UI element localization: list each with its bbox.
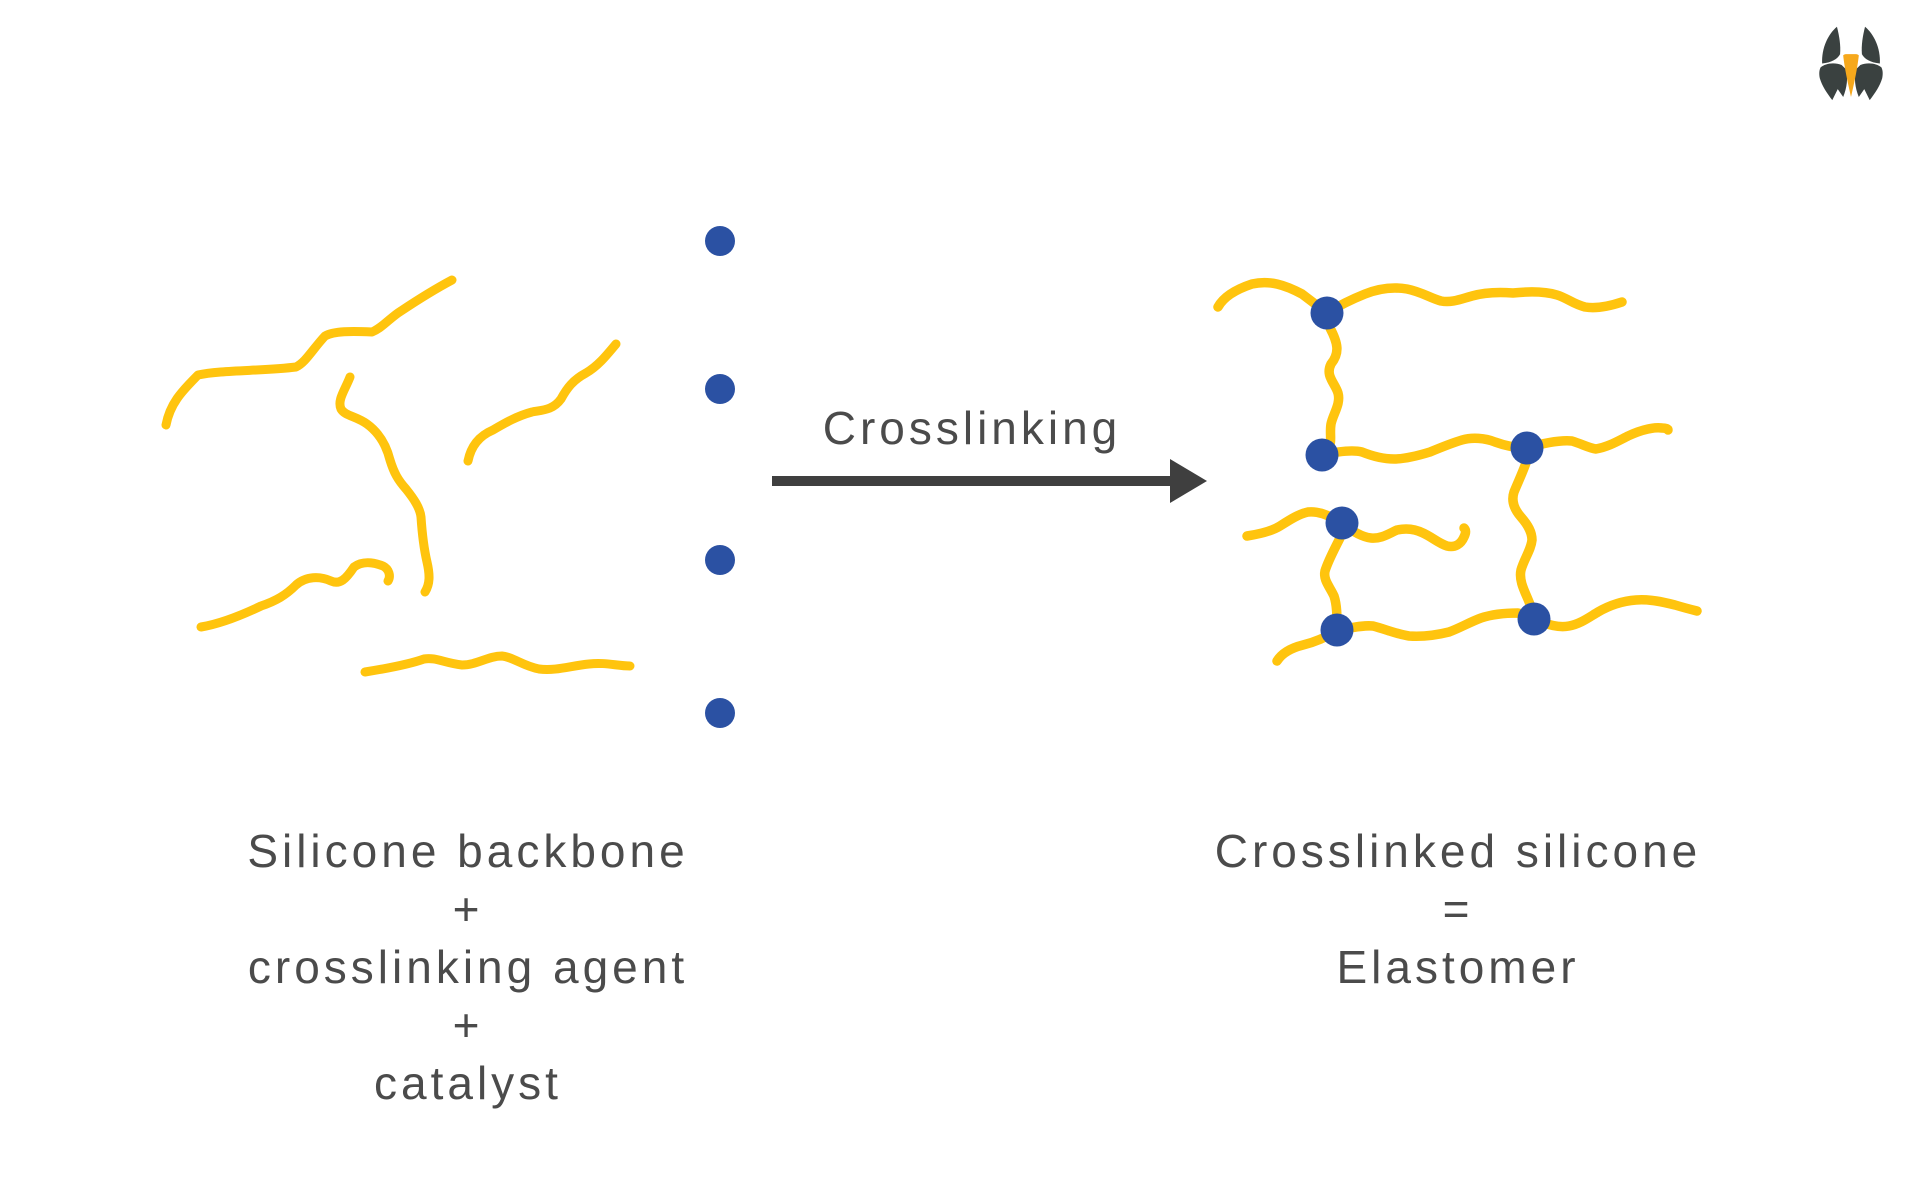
crosslink-point (1305, 438, 1339, 472)
right-caption: Crosslinked silicone = Elastomer (1158, 822, 1758, 996)
right-caption-line-2: = (1442, 883, 1474, 935)
arrow-head (1170, 459, 1207, 503)
logo-nose-blaze (1843, 54, 1859, 97)
logo-right-ear (1861, 26, 1880, 64)
crosslink-point (1310, 296, 1344, 330)
network-chain (1319, 533, 1345, 635)
silicone-backbone-chains (161, 275, 635, 677)
crosslink-point (1325, 506, 1359, 540)
network-chain (1320, 323, 1344, 458)
crosslinking-agent-dots (705, 226, 735, 728)
crosslink-point (1517, 602, 1551, 636)
crosslink-point (1510, 431, 1544, 465)
left-caption: Silicone backbone + crosslinking agent +… (168, 822, 768, 1112)
left-caption-line-2: + (452, 883, 484, 935)
network-chain (1213, 277, 1627, 318)
crosslinker-dot (705, 545, 735, 575)
crosslinked-network (1213, 277, 1702, 666)
right-caption-line-3: Elastomer (1336, 941, 1580, 993)
crosslinker-dot (705, 374, 735, 404)
polymer-chain (161, 275, 457, 430)
network-chain (1508, 455, 1539, 624)
logo-left-ear (1822, 26, 1841, 64)
right-caption-line-1: Crosslinked silicone (1214, 825, 1702, 877)
logo-left-cheek (1819, 63, 1848, 101)
crosslinking-label: Crosslinking (822, 402, 1122, 454)
polymer-chain (196, 558, 394, 632)
polymer-chain (463, 339, 621, 466)
left-caption-line-5: catalyst (374, 1057, 562, 1109)
crosslinking-arrow (772, 459, 1207, 503)
logo-right-cheek (1854, 63, 1883, 101)
left-caption-line-4: + (452, 999, 484, 1051)
crosslinker-dot (705, 698, 735, 728)
crosslinker-dot (705, 226, 735, 256)
left-caption-line-1: Silicone backbone (247, 825, 689, 877)
network-chain (1317, 423, 1673, 464)
crosslink-point (1320, 613, 1354, 647)
polymer-chain (335, 372, 434, 597)
network-chain (1242, 507, 1471, 552)
polymer-chain (360, 651, 635, 677)
lynx-head-logo (1819, 26, 1883, 101)
left-caption-line-3: crosslinking agent (247, 941, 689, 993)
